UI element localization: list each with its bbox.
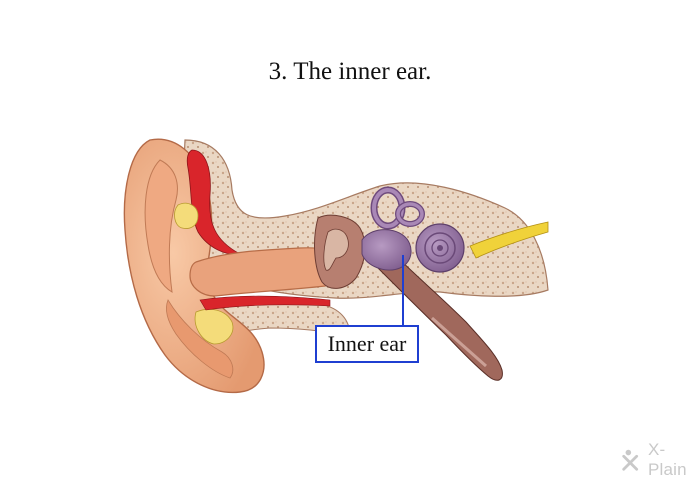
fat-layer-lower bbox=[194, 308, 234, 345]
page-title: 3. The inner ear. bbox=[268, 58, 432, 85]
eustachian-tube bbox=[371, 251, 503, 381]
logo-text: X-Plain bbox=[647, 440, 687, 479]
fat-layer bbox=[174, 202, 199, 229]
ossicles bbox=[323, 228, 349, 271]
blood-vessel bbox=[186, 149, 242, 255]
x-plain-logo: X-Plain bbox=[620, 440, 700, 479]
auditory-nerve bbox=[469, 221, 549, 259]
inner-ear-structure bbox=[361, 186, 465, 273]
blood-vessel-lower bbox=[199, 295, 331, 311]
ear-canal bbox=[189, 247, 343, 297]
callout-label: Inner ear bbox=[327, 331, 407, 356]
x-plain-logo-icon bbox=[622, 449, 639, 471]
inner-ear-callout: Inner ear bbox=[315, 325, 419, 363]
